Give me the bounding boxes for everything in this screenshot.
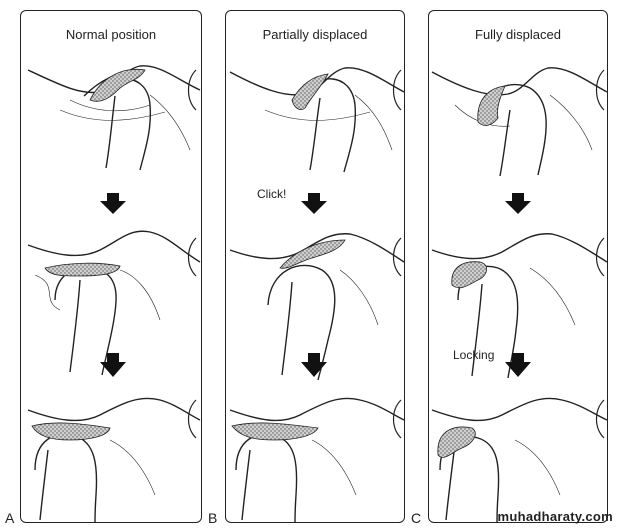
arrow-b2 [301, 353, 327, 377]
joint-c-open [431, 397, 608, 523]
joint-b-open [229, 397, 405, 523]
disc-a2 [44, 262, 121, 277]
arrow-c2 [505, 353, 531, 377]
disc-a3 [31, 422, 111, 441]
joint-c-closed [431, 67, 608, 177]
joint-a-open [27, 397, 201, 523]
panel-letter-a: A [5, 510, 15, 526]
disc-b1 [291, 73, 329, 110]
panel-title-normal: Normal position [65, 27, 157, 42]
click-annotation: Click! [257, 187, 287, 201]
disc-c3 [437, 426, 476, 458]
arrow-c1 [505, 193, 531, 214]
panel-letter-b: B [208, 510, 218, 526]
joint-b-opening [229, 233, 405, 381]
disc-b3 [231, 422, 319, 441]
disc-c2 [451, 261, 487, 289]
locking-annotation: Locking [453, 348, 495, 362]
arrow-a2 [100, 353, 126, 377]
disc-b2 [279, 239, 346, 269]
arrow-b1 [301, 193, 327, 214]
panel-letter-c: C [411, 510, 422, 526]
disc-a1 [89, 68, 146, 102]
arrow-a1 [100, 193, 126, 214]
panel-title-fully: Fully displaced [475, 27, 561, 42]
disc-c1 [477, 85, 506, 126]
panel-title-partially: Partially displaced [262, 27, 368, 42]
watermark: muhadharaty.com [497, 509, 613, 524]
